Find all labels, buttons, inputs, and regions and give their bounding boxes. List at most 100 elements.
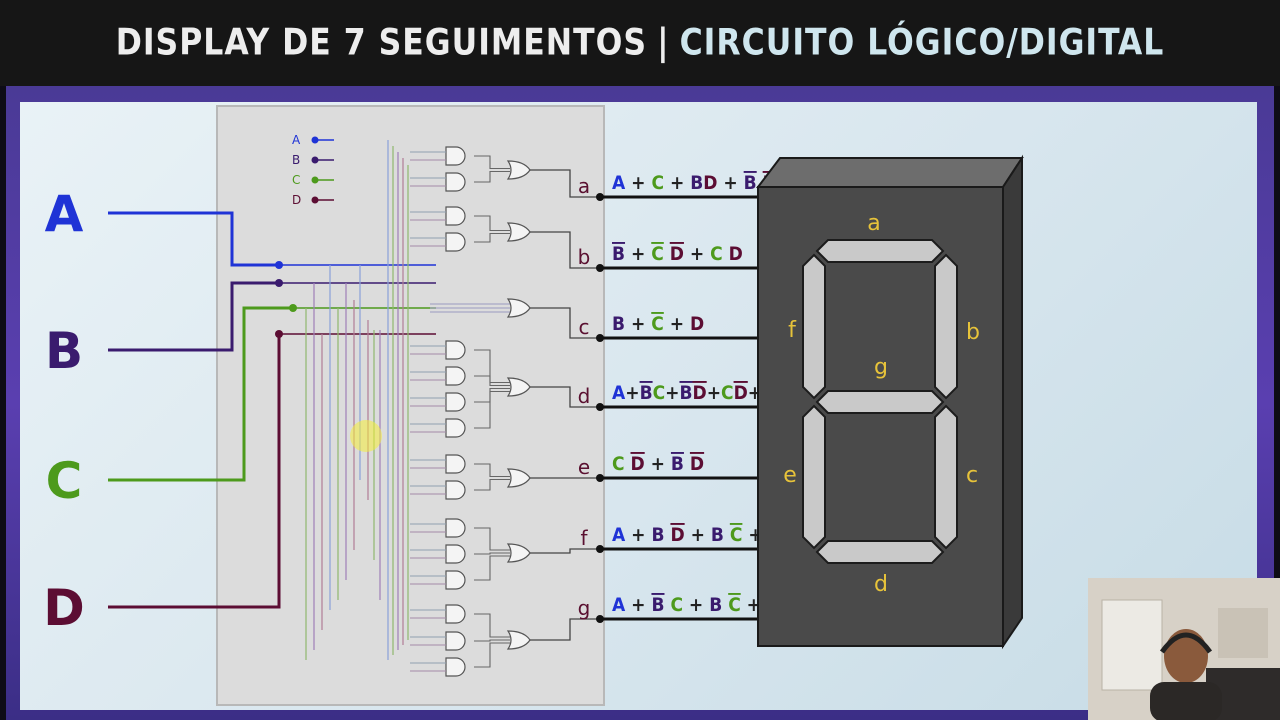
expr-term: + [685,524,711,546]
presenter-head [1164,629,1208,683]
output-node-a [596,193,604,201]
gate-link-wire [474,527,510,551]
expr-term: A [612,594,626,616]
segment-label-g: g [874,355,888,380]
and-gate-a-1 [445,146,466,166]
display-side-face [1002,154,1023,650]
legend-label-a: A [292,133,301,147]
logic-gates [410,146,598,677]
and-gate-d-1 [445,340,466,360]
output-node-e [596,474,604,482]
expr-term: B [651,524,664,546]
expr-term-negated: B [640,382,653,404]
or-gate-e [506,468,531,488]
expr-term: B [711,524,724,546]
and-gate-g-1 [445,604,466,624]
or-gate-g [506,630,531,650]
expr-term-negated: B [671,453,684,475]
expr-term: D [703,172,717,194]
gate-link-wire [474,642,510,668]
expr-term-negated: B [744,172,757,194]
gate-output-wire-f [530,548,598,554]
gate-output-wire-a [530,169,598,198]
gate-link-wire [474,215,510,232]
or-gate-body [506,468,531,488]
expr-term-negated: D [734,382,748,404]
and-gate-g-3 [445,657,466,677]
expression-b: B + C D + C D [612,243,743,265]
and-gate-b-1 [445,206,466,226]
expression-c: B + C + D [612,313,704,335]
segment-label-f: f [788,318,797,343]
gate-link-wire [474,349,510,384]
and-gate-e-1 [445,454,466,474]
expr-term: C [612,453,625,475]
and-gate-f-3 [445,570,466,590]
input-wire-b [108,281,279,352]
and-gate-f-2 [445,544,466,564]
output-node-b [596,264,604,272]
and-gate-body [445,366,466,386]
expr-term-negated: D [631,453,645,475]
expr-term: + [683,594,709,616]
webcam-window [1101,599,1163,691]
expr-term-negated: D [693,382,707,404]
expr-term: + [625,382,639,404]
output-label-a: a [578,174,590,198]
expression-e: C D + B D [612,453,704,475]
expr-term: + [625,313,651,335]
and-gate-a-2 [445,172,466,192]
output-label-g: g [578,596,591,620]
and-gate-d-4 [445,418,466,438]
output-node-g [596,615,604,623]
expr-term: + [684,243,710,265]
and-gate-body [445,418,466,438]
gate-link-wire [474,613,510,638]
expr-term: A [612,524,626,546]
and-gate-b-2 [445,232,466,252]
expr-term: D [690,313,704,335]
or-gate-body [506,298,531,318]
expr-term-negated: D [670,243,684,265]
and-gate-body [445,544,466,564]
output-lines: aA + C + BD + B DbB + C D + C DcB + C + … [578,172,802,623]
expr-term: + [625,172,651,194]
and-gate-body [445,392,466,412]
or-gate-body [506,377,531,397]
or-gate-body [506,160,531,180]
gate-output-wire-b [530,231,598,269]
cursor-highlight [350,420,382,452]
or-gate-body [506,222,531,242]
expr-term: A [612,382,626,404]
and-gate-body [445,480,466,500]
gate-output-wire-g [530,618,598,641]
expr-term: + [665,382,679,404]
or-gate-c [506,298,531,318]
and-gate-e-2 [445,480,466,500]
and-gate-d-2 [445,366,466,386]
presenter-video [1088,578,1280,720]
expr-term: C [653,382,666,404]
segment-f [802,253,826,400]
webcam-overlay [1088,578,1280,720]
and-gate-body [445,604,466,624]
expr-term-negated: D [690,453,704,475]
and-gate-f-1 [445,518,466,538]
input-label-a: A [45,185,84,243]
and-gate-body [445,172,466,192]
segment-c [934,404,958,550]
segment-label-b: b [966,320,980,345]
segment-e [802,404,826,550]
legend-label-c: C [292,173,300,187]
and-gate-body [445,570,466,590]
display-top-face [755,157,1024,188]
segment-g [815,390,945,414]
and-gate-body [445,232,466,252]
expr-term: + [625,524,651,546]
gate-output-wire-d [530,386,598,408]
segment-label-c: c [966,463,978,488]
and-gate-body [445,146,466,166]
legend-label-b: B [292,153,300,167]
